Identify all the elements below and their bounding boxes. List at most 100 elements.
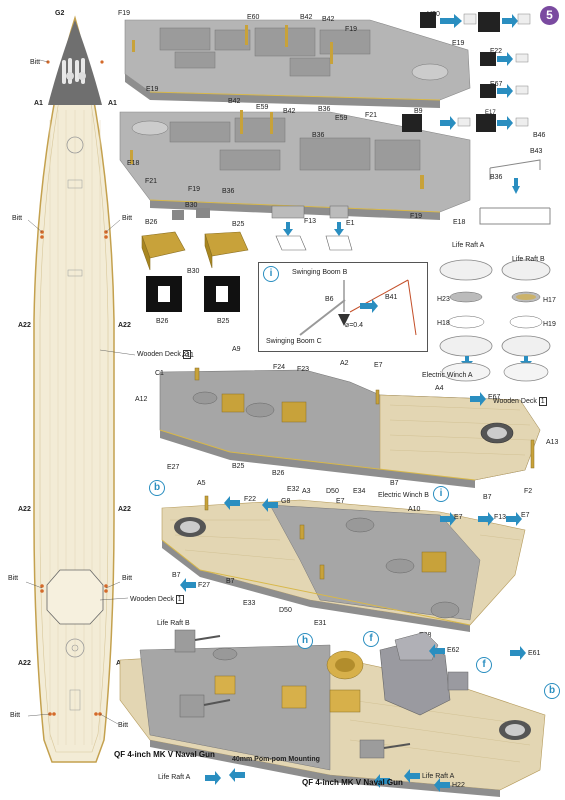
lbl-e7-low: E7 [336, 498, 345, 505]
lbl-b36-b: B36 [312, 132, 325, 139]
label-life-raft-b-bottom: Life Raft B [157, 620, 190, 627]
lbl-f19-a: F19 [118, 10, 131, 17]
label-a22-right-1: A22 [118, 322, 131, 329]
label-b41: B41 [385, 294, 398, 301]
lbl-e19-b: E19 [146, 86, 159, 93]
info-marker-f-2: f [476, 657, 492, 673]
lbl-c1: C1 [155, 370, 164, 377]
lbl-b36-d: B36 [490, 174, 503, 181]
lbl-b36-a: B36 [318, 106, 331, 113]
lbl-d50-mid: D50 [326, 488, 339, 495]
lbl-b7-low: B7 [172, 572, 181, 579]
lbl-f19-b: F19 [345, 26, 358, 33]
label-life-raft-a-left: Life Raft A [158, 774, 191, 781]
label-life-raft-b: Life Raft B [512, 256, 545, 263]
info-marker-i-deck: i [433, 486, 449, 502]
lbl-e67: E67 [490, 81, 503, 88]
label-h18: H18 [437, 320, 450, 327]
label-a22-right-2: A22 [118, 506, 131, 513]
lbl-e59-b: E59 [335, 115, 348, 122]
label-h19: H19 [543, 321, 556, 328]
lbl-b26-mid: B26 [272, 470, 285, 477]
lbl-e33: E33 [243, 600, 256, 607]
lbl-a9: A9 [232, 346, 241, 353]
label-h17: H17 [543, 297, 556, 304]
label-gun-right: QF 4-inch MK V Naval Gun [302, 778, 403, 787]
label-bitt-fore: Bitt [30, 59, 41, 66]
lbl-b25-mid: B25 [232, 463, 245, 470]
lbl-a10: A10 [408, 506, 421, 513]
lbl-b43: B43 [530, 148, 543, 155]
label-swinging-boom-c: Swinging Boom C [266, 338, 322, 345]
lbl-b9: B9 [414, 108, 423, 115]
label-a22-left-2: A22 [18, 506, 31, 513]
label-swinging-boom-b: Swinging Boom B [292, 269, 348, 276]
lbl-b30: B30 [185, 202, 198, 209]
lbl-f27: F27 [198, 582, 211, 589]
page-number-badge: 5 [540, 6, 559, 25]
lbl-b42-d: B42 [283, 108, 296, 115]
lbl-a11: A11 [182, 352, 194, 359]
lbl-e1: E1 [346, 220, 355, 227]
lbl-h20: H20 [427, 11, 440, 18]
lbl-e7-mid: E7 [374, 362, 383, 369]
lbl-b42-a: B42 [300, 14, 313, 21]
lbl-b25-a: B25 [232, 221, 245, 228]
lbl-e19-a: E19 [452, 40, 465, 47]
lbl-a13: A13 [546, 439, 559, 446]
lbl-f21-a: F21 [365, 112, 378, 119]
lbl-h22: H22 [452, 782, 465, 789]
label-bitt-right-1: Bitt [122, 215, 133, 222]
info-marker-i-boom: i [263, 266, 279, 282]
lbl-electric-winch-b: Electric Winch B [378, 492, 429, 499]
lbl-f21-b: F21 [145, 178, 158, 185]
label-bitt-left-3: Bitt [10, 712, 21, 719]
lbl-f13: F13 [304, 218, 317, 225]
lbl-e18-b: E18 [453, 219, 466, 226]
lbl-a4: A4 [435, 385, 444, 392]
label-b6: B6 [325, 296, 334, 303]
lbl-b46: B46 [533, 132, 546, 139]
lbl-f2: F2 [524, 488, 533, 495]
label-h23: H23 [437, 296, 450, 303]
lbl-a3: A3 [302, 488, 311, 495]
lbl-g8: G8 [281, 498, 291, 505]
label-pom-pom: 40mm Pom-pom Mounting [232, 756, 320, 763]
lbl-a2: A2 [340, 360, 349, 367]
lbl-a12: A12 [135, 396, 148, 403]
lbl-d50-low: D50 [279, 607, 292, 614]
lbl-b7-mid: B7 [390, 480, 399, 487]
lbl-e67-mid: E67 [488, 394, 501, 401]
label-diameter: ⌀=0.4 [345, 322, 364, 329]
label-bitt-right-3: Bitt [118, 722, 129, 729]
lbl-electric-winch-a: Electric Winch A [422, 372, 473, 379]
lbl-e27: E27 [167, 464, 180, 471]
label-life-raft-a-right: Life Raft A [422, 773, 455, 780]
info-marker-b-2: b [544, 683, 560, 699]
label-a22-left-1: A22 [18, 322, 31, 329]
lbl-b25-b: B25 [217, 318, 230, 325]
lbl-e7-top: E7 [487, 13, 496, 20]
lbl-e61: E61 [528, 650, 541, 657]
label-gun-left: QF 4-inch MK V Naval Gun [114, 750, 215, 759]
label-a1-left: A1 [34, 100, 43, 107]
label-bitt-left-2: Bitt [8, 575, 19, 582]
lbl-e32: E32 [287, 486, 300, 493]
lbl-e34: E34 [353, 488, 366, 495]
swinging-boom-panel [258, 262, 428, 352]
lbl-b42-c: B42 [228, 98, 241, 105]
label-bitt-left-1: Bitt [12, 215, 23, 222]
lbl-e7-low-2: E7 [454, 514, 463, 521]
lbl-e17: E17 [485, 110, 496, 116]
info-marker-f-1: f [363, 631, 379, 647]
lbl-f23: F23 [297, 366, 310, 373]
label-bitt-right-2: Bitt [122, 575, 133, 582]
lbl-e62: E62 [447, 647, 460, 654]
